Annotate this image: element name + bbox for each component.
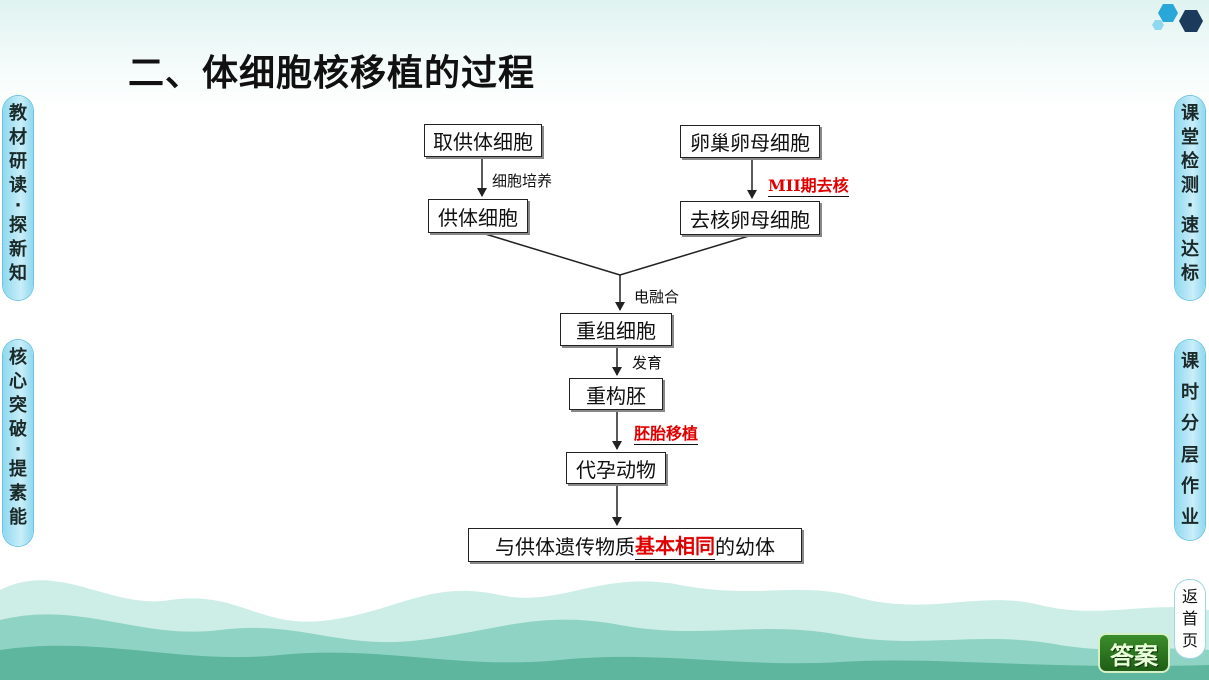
nav-tab-core-breakthrough[interactable]: 核 心 突 破 · 提 素 能	[3, 340, 33, 546]
nav-char: 标	[1181, 263, 1199, 284]
nav-char: 页	[1181, 631, 1198, 650]
answer-blank-embryo-transfer: 胚胎移植	[634, 420, 699, 445]
nav-char: 返	[1181, 587, 1198, 606]
merge-right	[619, 234, 753, 276]
nav-char: ·	[1186, 195, 1194, 216]
label-electrofusion: 电融合	[634, 288, 680, 306]
nav-tab-textbook-study[interactable]: 教 材 研 读 · 探 新 知	[3, 96, 33, 300]
nav-tab-homework[interactable]: 课 时 分 层 作 业	[1175, 340, 1205, 540]
merge-left	[481, 232, 621, 276]
hexagon-logo-icon	[1152, 4, 1203, 32]
node-recombined-cell: 重组细胞	[560, 313, 672, 346]
answer-blank-basically-same: 基本相同	[635, 530, 715, 560]
nav-char: 堂	[1181, 127, 1199, 148]
node-surrogate-animal: 代孕动物	[566, 452, 666, 484]
nav-char: 知	[9, 263, 27, 284]
label-develop: 发育	[632, 354, 663, 372]
answer-button[interactable]: 答案	[1098, 633, 1170, 673]
nav-char: 首	[1181, 609, 1198, 628]
node-ovary-oocyte: 卵巢卵母细胞	[680, 125, 820, 158]
answer-blank-mii-enucleation: MII期去核	[768, 172, 849, 197]
nav-char: 新	[9, 239, 27, 260]
node-enucleated-oocyte: 去核卵母细胞	[680, 201, 820, 235]
nav-char: 素	[9, 483, 27, 504]
node-donor-cell: 供体细胞	[428, 199, 528, 233]
nav-char: 测	[1181, 175, 1199, 196]
nav-char: 业	[1181, 507, 1199, 529]
offspring-text-after: 的幼体	[715, 534, 775, 559]
offspring-text-before: 与供体遗传物质	[495, 534, 635, 559]
nav-char: 研	[9, 151, 27, 172]
nav-char: 课	[1181, 103, 1199, 124]
label-cell-culture: 细胞培养	[492, 172, 553, 190]
nav-char: 分	[1181, 413, 1199, 435]
node-take-donor-cell: 取供体细胞	[424, 124, 542, 157]
nav-char: 达	[1181, 239, 1199, 260]
nav-char: 心	[9, 371, 27, 392]
nav-char: 层	[1181, 444, 1199, 466]
nav-char: 读	[9, 175, 27, 196]
node-offspring: 与供体遗传物质基本相同的幼体	[468, 528, 802, 562]
nav-char: 能	[9, 507, 27, 528]
nav-char: ·	[14, 439, 22, 460]
nav-char: 时	[1181, 381, 1199, 403]
nav-char: 检	[1181, 151, 1199, 172]
nav-char: 破	[9, 419, 27, 440]
landscape-decoration	[0, 580, 1209, 680]
nav-char: 作	[1181, 475, 1199, 497]
header-background	[0, 0, 1209, 110]
nav-char: 课	[1181, 350, 1199, 372]
nav-char: 突	[9, 395, 27, 416]
nav-char: 探	[9, 215, 27, 236]
nav-char: 速	[1181, 215, 1199, 236]
nav-tab-class-test[interactable]: 课 堂 检 测 · 速 达 标	[1175, 96, 1205, 300]
nav-char: 教	[9, 103, 27, 124]
node-reconstructed-embryo: 重构胚	[569, 378, 663, 410]
page-title: 二、体细胞核移植的过程	[128, 53, 536, 94]
nav-char: ·	[14, 195, 22, 216]
nav-char: 核	[9, 347, 27, 368]
back-home-button[interactable]: 返 首 页	[1175, 580, 1205, 658]
nav-char: 材	[9, 127, 27, 148]
nav-char: 提	[9, 459, 27, 480]
